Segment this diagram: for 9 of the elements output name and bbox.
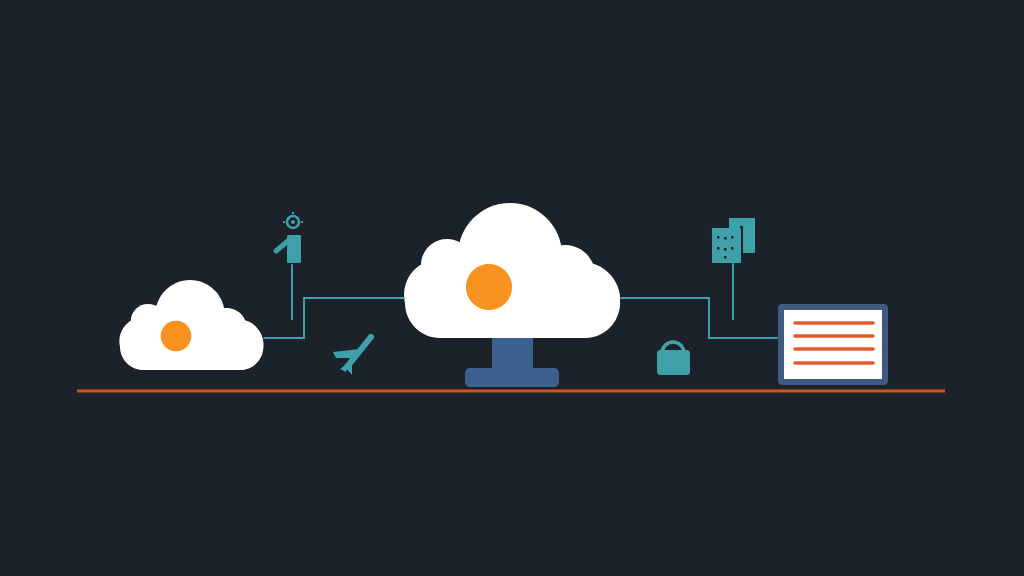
connector-line bbox=[262, 297, 406, 339]
connector-line bbox=[732, 262, 734, 321]
connector-line bbox=[619, 297, 779, 339]
document-icon bbox=[712, 218, 755, 263]
person-icon bbox=[273, 211, 304, 263]
connector-line bbox=[291, 263, 293, 321]
cloud bbox=[404, 203, 620, 338]
cloud bbox=[119, 280, 264, 370]
panel bbox=[778, 304, 888, 385]
